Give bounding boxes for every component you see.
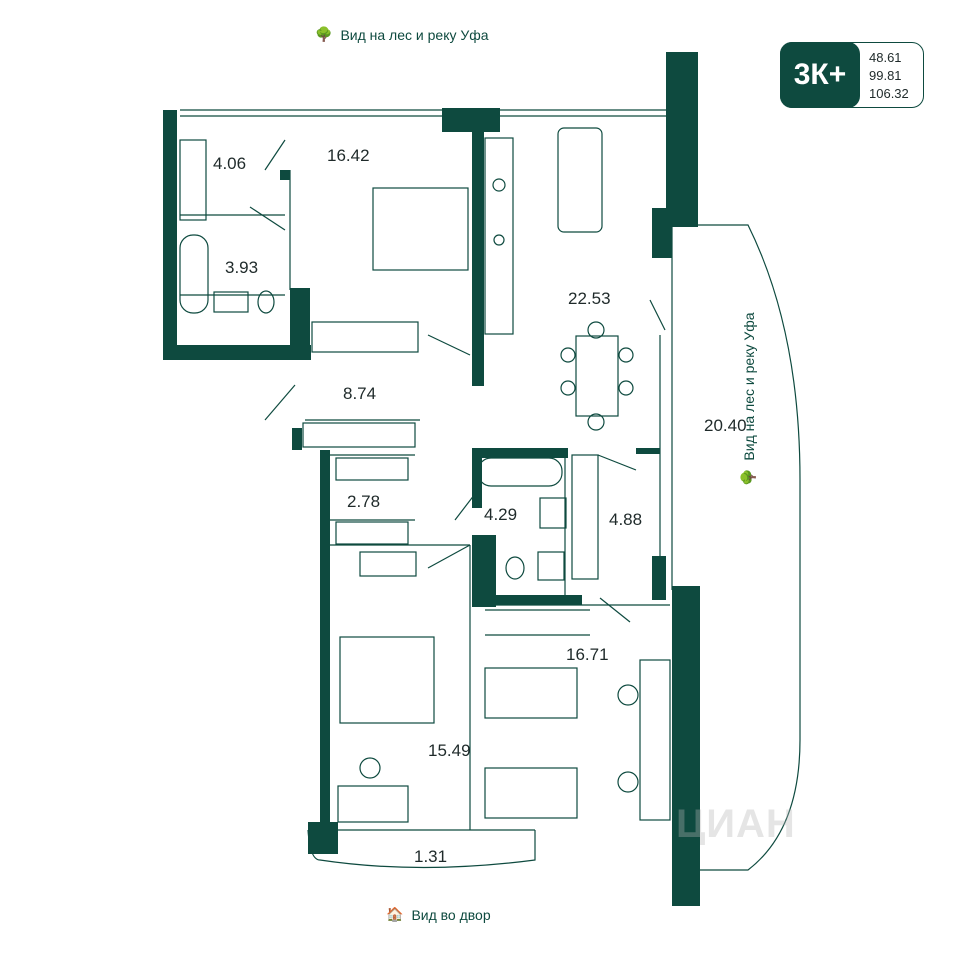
desk-kids — [639, 659, 671, 821]
total-area-balcony: 106.32 — [869, 86, 909, 101]
room-area-bedroom-top: 16.42 — [327, 146, 370, 165]
apartment-badge: 3К+ 48.61 99.81 106.32 — [780, 42, 924, 108]
apartment-type: 3К+ — [780, 42, 860, 108]
room-area-bedroom-left: 15.49 — [428, 741, 471, 760]
bed-kid-2 — [484, 767, 578, 819]
room-area-balcony: 1.31 — [414, 847, 448, 866]
room-area-kitchen-living: 22.53 — [568, 289, 611, 308]
total-area: 99.81 — [869, 68, 902, 83]
terrace-outline — [672, 224, 801, 871]
view-label-top: 🌳 Вид на лес и реку Уфа — [315, 26, 489, 43]
bathtub-top — [179, 234, 209, 314]
bed-top — [372, 187, 469, 271]
room-area-hall: 8.74 — [343, 384, 377, 403]
dining-table — [575, 335, 619, 417]
bathtub-mid — [477, 457, 563, 487]
tree-icon: 🌳 — [315, 26, 333, 42]
tree-icon: 🌳 — [740, 468, 756, 486]
view-bottom-text: Вид во двор — [411, 906, 491, 923]
view-right-text: Вид на лес и реку Уфа — [740, 312, 757, 461]
living-area: 48.61 — [869, 50, 902, 65]
watermark: ЦИАН — [676, 802, 796, 846]
room-area-terrace: 20.40 — [704, 416, 747, 435]
room-area-bedroom-kids: 16.71 — [566, 645, 609, 664]
bed-kid-1 — [484, 667, 578, 719]
bed-left — [339, 636, 435, 724]
view-label-right: 🌳 Вид на лес и реку Уфа — [740, 236, 757, 486]
view-label-bottom: 🏠 Вид во двор — [386, 906, 491, 923]
desk — [337, 785, 409, 823]
area-values: 48.61 99.81 106.32 — [869, 49, 909, 103]
room-area-bathroom-top: 3.93 — [225, 258, 259, 277]
playground-icon: 🏠 — [386, 906, 404, 922]
room-area-wardrobe: 4.06 — [213, 154, 247, 173]
room-area-storage: 2.78 — [347, 492, 381, 511]
room-area-wardrobe-mid: 4.88 — [609, 510, 643, 529]
kitchen-counter — [484, 137, 514, 335]
sofa — [557, 127, 603, 233]
room-area-bathroom-mid: 4.29 — [484, 505, 518, 524]
view-top-text: Вид на лес и реку Уфа — [340, 26, 489, 43]
walls — [163, 52, 700, 906]
